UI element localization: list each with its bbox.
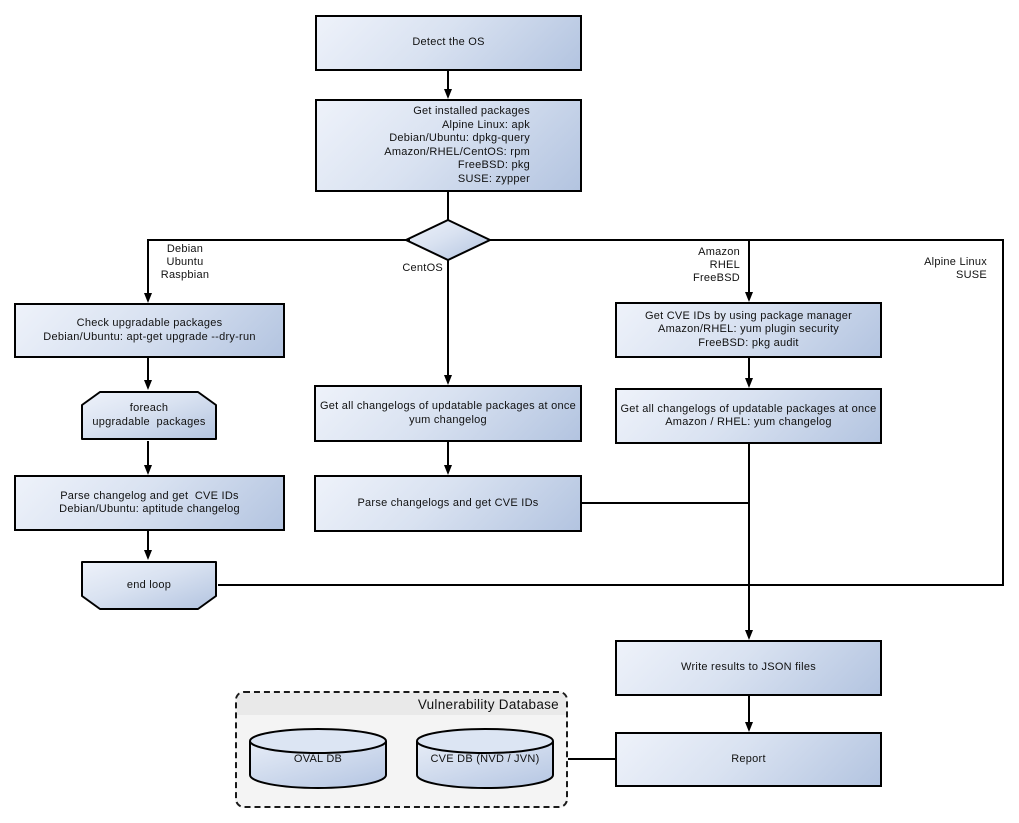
- arrowhead-icon: [744, 292, 753, 302]
- flow-line: [447, 71, 449, 90]
- flow-line: [568, 758, 615, 760]
- node-report: Report: [615, 732, 882, 787]
- arrowhead-icon: [143, 465, 152, 475]
- arrowhead-icon: [443, 465, 452, 475]
- flow-line: [748, 696, 750, 723]
- node-label: Write results to JSON files: [681, 661, 816, 674]
- node-get-changelogs-amazon: Get all changelogs of updatable packages…: [615, 388, 882, 444]
- decision-diamond-os-branch: [403, 218, 493, 262]
- node-label: Parse changelog and get CVE IDs Debian/U…: [59, 489, 240, 516]
- node-end-loop-shape: [81, 561, 217, 610]
- vulnerability-database-header: Vulnerability Database: [237, 693, 566, 715]
- flow-line: [148, 239, 410, 241]
- node-label: Parse changelogs and get CVE IDs: [357, 496, 539, 509]
- arrowhead-icon: [744, 722, 753, 732]
- node-detect-os: Detect the OS: [315, 15, 582, 71]
- flow-line: [447, 192, 449, 220]
- node-label: Get CVE IDs by using package manager Ama…: [644, 309, 853, 349]
- database-cylinder-icon: [249, 728, 387, 789]
- arrowhead-icon: [744, 630, 753, 640]
- node-write-results-json: Write results to JSON files: [615, 640, 882, 696]
- arrowhead-icon: [443, 89, 452, 99]
- node-get-cve-ids-pkg-manager: Get CVE IDs by using package manager Ama…: [615, 302, 882, 358]
- flow-line: [147, 239, 149, 294]
- node-label: Check upgradable packages Debian/Ubuntu:…: [43, 317, 256, 343]
- node-check-upgradable-packages: Check upgradable packages Debian/Ubuntu:…: [14, 303, 285, 358]
- arrowhead-icon: [143, 550, 152, 560]
- node-foreach-loop-shape: [81, 391, 217, 440]
- flow-line: [748, 444, 750, 631]
- node-label: Get all changelogs of updatable packages…: [319, 400, 576, 426]
- branch-label-amazon: Amazon RHEL FreeBSD: [693, 246, 740, 284]
- flow-line: [147, 531, 149, 551]
- branch-label-alpine: Alpine Linux SUSE: [924, 256, 987, 281]
- flow-line: [447, 260, 449, 376]
- node-label: Report: [731, 752, 766, 765]
- flow-line: [488, 239, 1004, 241]
- database-cylinder-icon: [416, 728, 554, 789]
- vulnerability-database-title: Vulnerability Database: [417, 696, 559, 712]
- node-label: Get all changelogs of updatable packages…: [620, 402, 877, 429]
- flow-line: [147, 441, 149, 466]
- flow-line: [218, 584, 1004, 586]
- branch-label-centos: CentOS: [402, 262, 443, 274]
- arrowhead-icon: [143, 293, 152, 303]
- flow-line: [1002, 239, 1004, 586]
- arrowhead-icon: [744, 378, 753, 388]
- arrowhead-icon: [443, 375, 452, 385]
- node-label: Get installed packages Alpine Linux: apk…: [384, 105, 530, 185]
- branch-label-debian: Debian Ubuntu Raspbian: [160, 243, 210, 281]
- node-get-installed-packages: Get installed packages Alpine Linux: apk…: [315, 99, 582, 192]
- flow-line: [748, 239, 750, 293]
- flow-line: [748, 358, 750, 379]
- flow-line: [582, 502, 749, 504]
- node-get-changelogs-centos: Get all changelogs of updatable packages…: [314, 385, 582, 442]
- arrowhead-icon: [143, 380, 152, 390]
- flow-line: [147, 358, 149, 381]
- flow-line: [447, 442, 449, 466]
- node-parse-changelogs-centos: Parse changelogs and get CVE IDs: [314, 475, 582, 532]
- node-label: Detect the OS: [412, 36, 485, 49]
- node-parse-changelog-debian: Parse changelog and get CVE IDs Debian/U…: [14, 475, 285, 531]
